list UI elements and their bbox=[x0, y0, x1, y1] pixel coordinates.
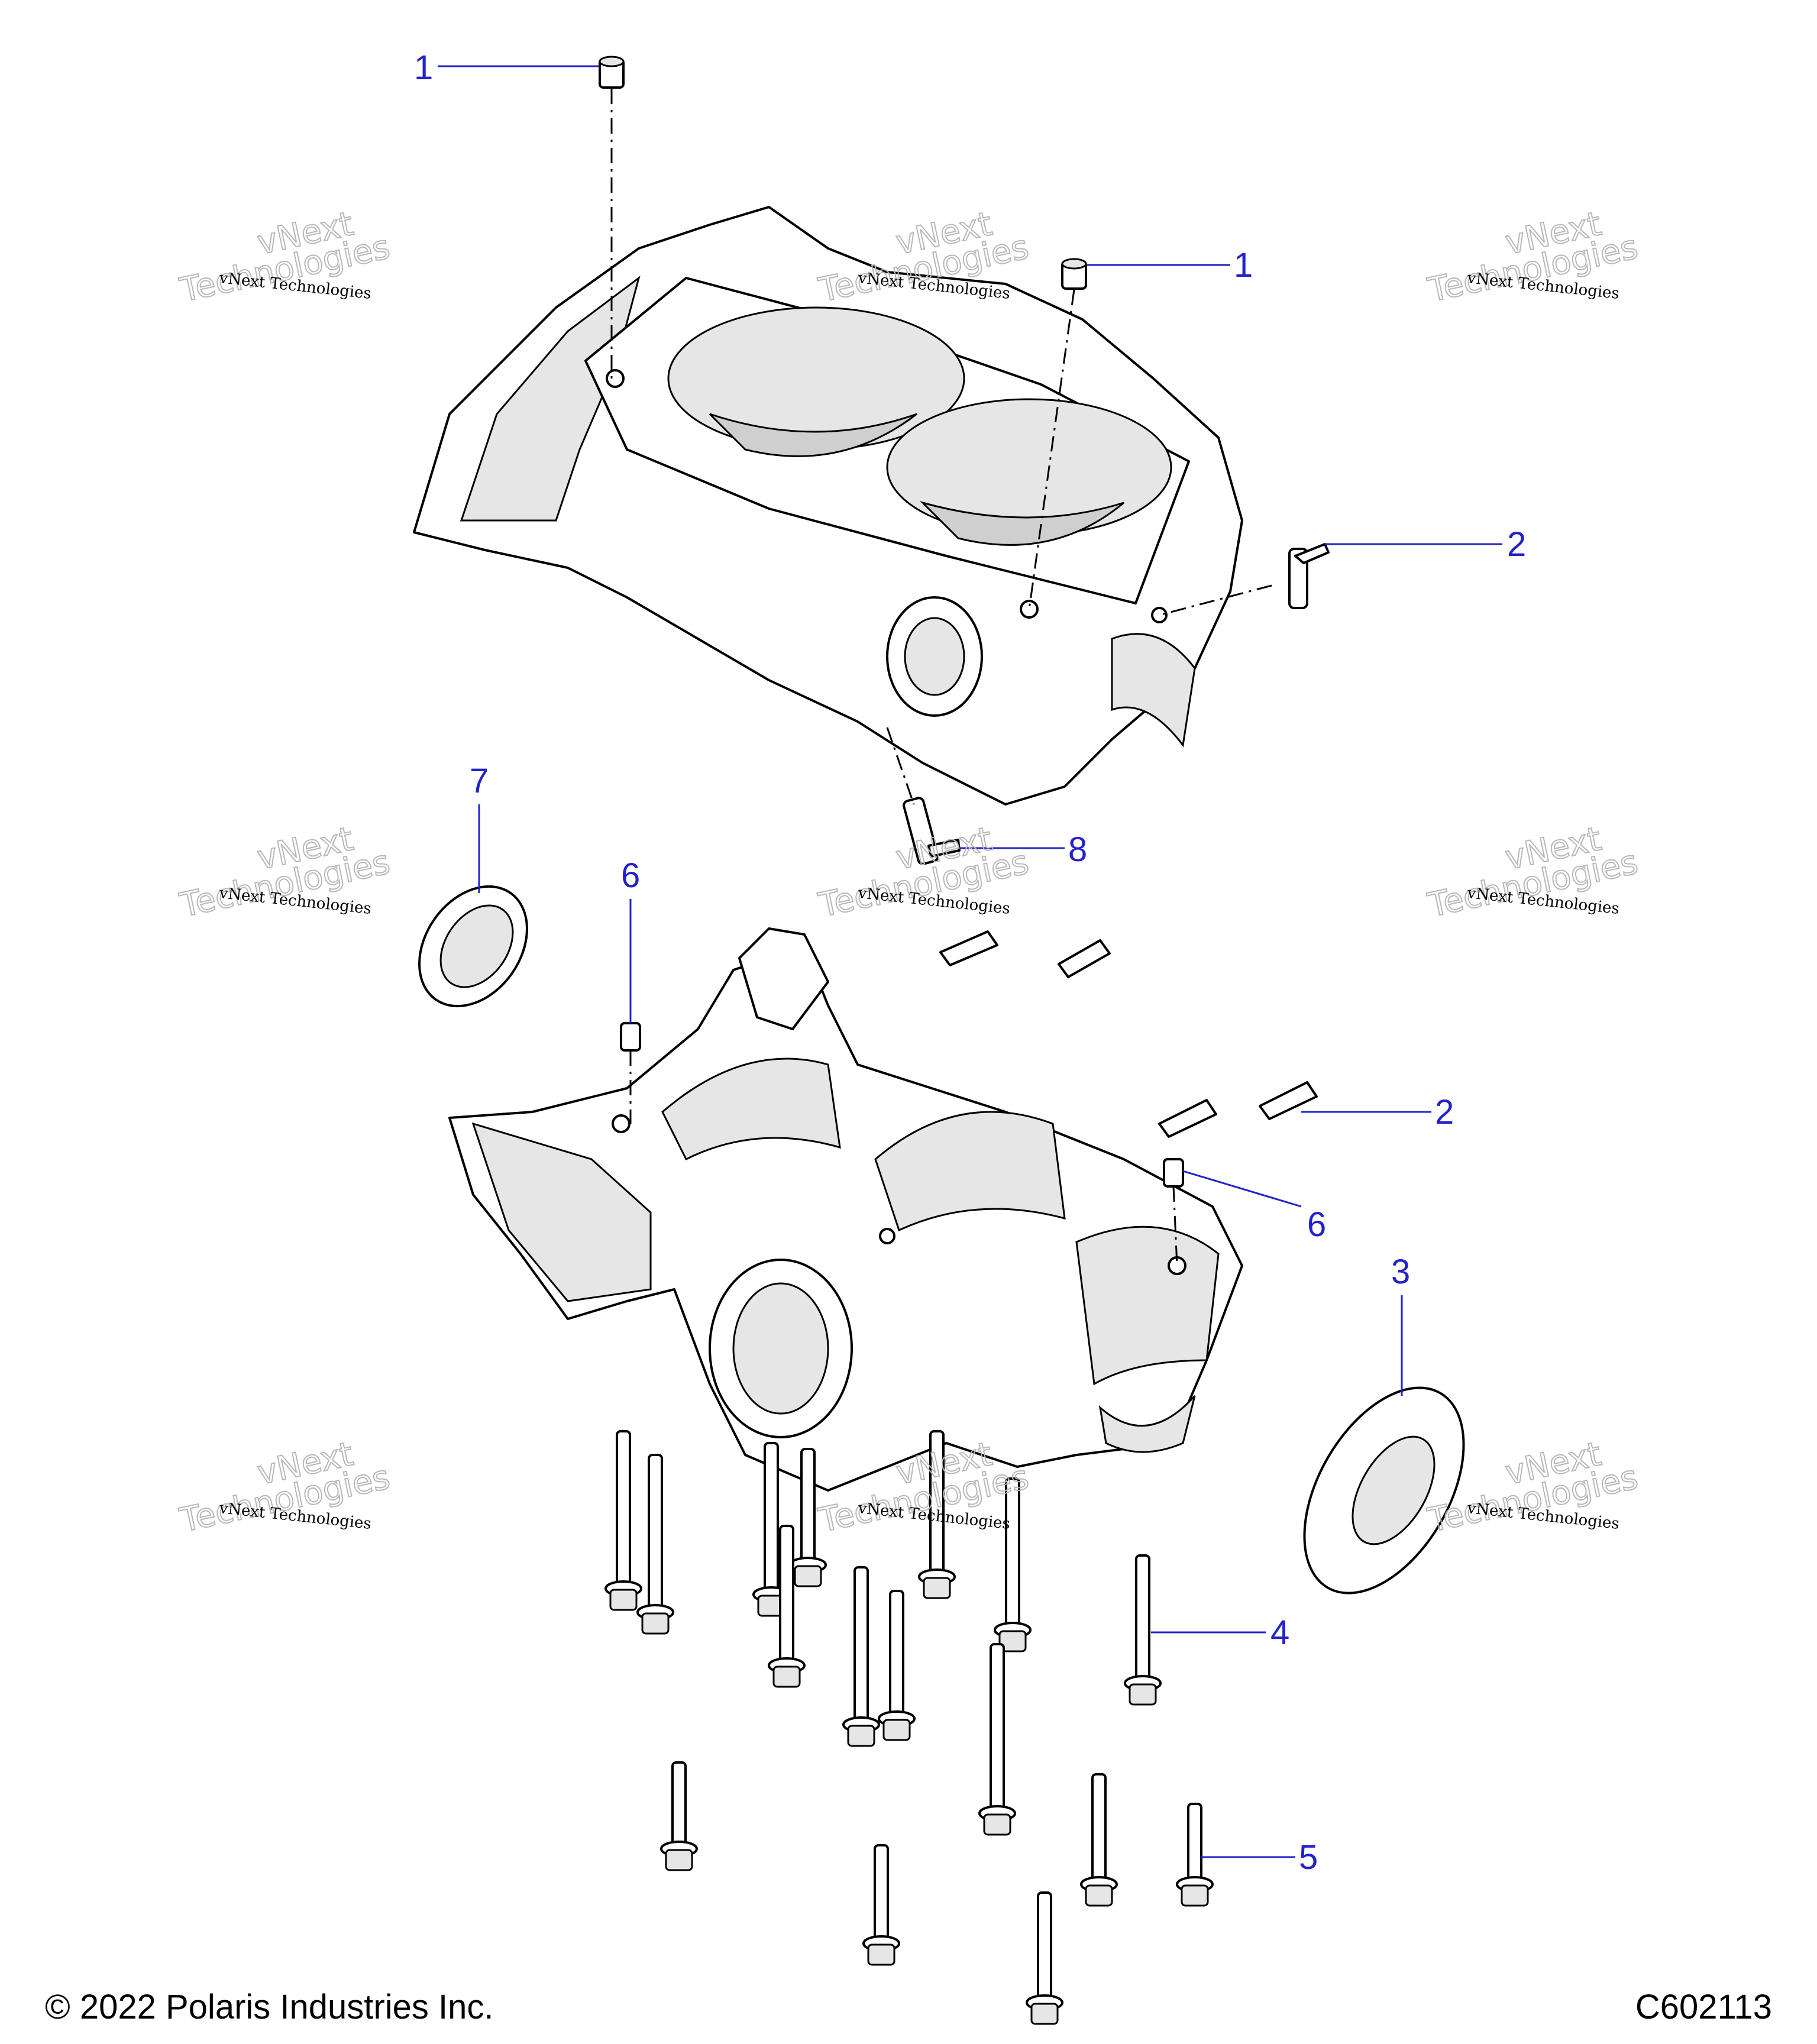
bolt bbox=[789, 1448, 827, 1587]
fitting-top bbox=[1288, 543, 1330, 609]
bolt bbox=[978, 1643, 1016, 1836]
callout-1-mid: 1 bbox=[1234, 246, 1253, 284]
callout-4: 4 bbox=[1270, 1613, 1289, 1652]
callout-6-right: 6 bbox=[1307, 1205, 1326, 1244]
bolt bbox=[918, 1430, 956, 1599]
crankcase-bolts bbox=[604, 1430, 1214, 2025]
dowel-right bbox=[1163, 1158, 1184, 1188]
callout-1-top: 1 bbox=[414, 48, 433, 87]
bolt bbox=[1124, 1554, 1162, 1706]
leader-lines bbox=[438, 65, 1502, 1858]
dowel-pin-mid bbox=[1061, 258, 1087, 290]
bolt bbox=[842, 1566, 880, 1747]
bolt bbox=[768, 1525, 806, 1688]
bolt bbox=[604, 1430, 642, 1611]
callout-3: 3 bbox=[1391, 1253, 1410, 1291]
bolt bbox=[878, 1590, 916, 1741]
diagram-id: C602113 bbox=[1635, 1988, 1772, 2026]
bolt bbox=[636, 1454, 674, 1635]
bolt bbox=[994, 1477, 1032, 1652]
callout-7: 7 bbox=[470, 762, 489, 800]
bolt bbox=[1080, 1773, 1118, 1907]
bolt bbox=[1026, 1891, 1063, 2025]
callout-2-lower: 2 bbox=[1435, 1093, 1454, 1131]
callout-2-top: 2 bbox=[1507, 525, 1526, 564]
fitting-pair-right bbox=[939, 930, 1318, 1138]
lower-crankcase bbox=[448, 927, 1243, 1492]
callout-5: 5 bbox=[1299, 1838, 1318, 1877]
copyright-text: © 2022 Polaris Industries Inc. bbox=[45, 1988, 494, 2026]
dowel-pin-top bbox=[599, 56, 625, 89]
dowel-left bbox=[620, 1022, 641, 1052]
callout-8: 8 bbox=[1068, 830, 1087, 869]
bolt bbox=[862, 1844, 900, 1966]
bolt bbox=[1176, 1803, 1214, 1907]
bolt bbox=[660, 1761, 698, 1871]
seal-ring-right bbox=[1303, 1386, 1465, 1595]
upper-crankcase bbox=[413, 206, 1243, 806]
callout-numbers: 1 1 2 2 3 4 5 6 6 7 8 bbox=[414, 48, 1526, 1877]
oil-seal-left bbox=[418, 885, 528, 1008]
sensor-fitting bbox=[903, 797, 961, 865]
callout-6-left: 6 bbox=[621, 856, 640, 895]
